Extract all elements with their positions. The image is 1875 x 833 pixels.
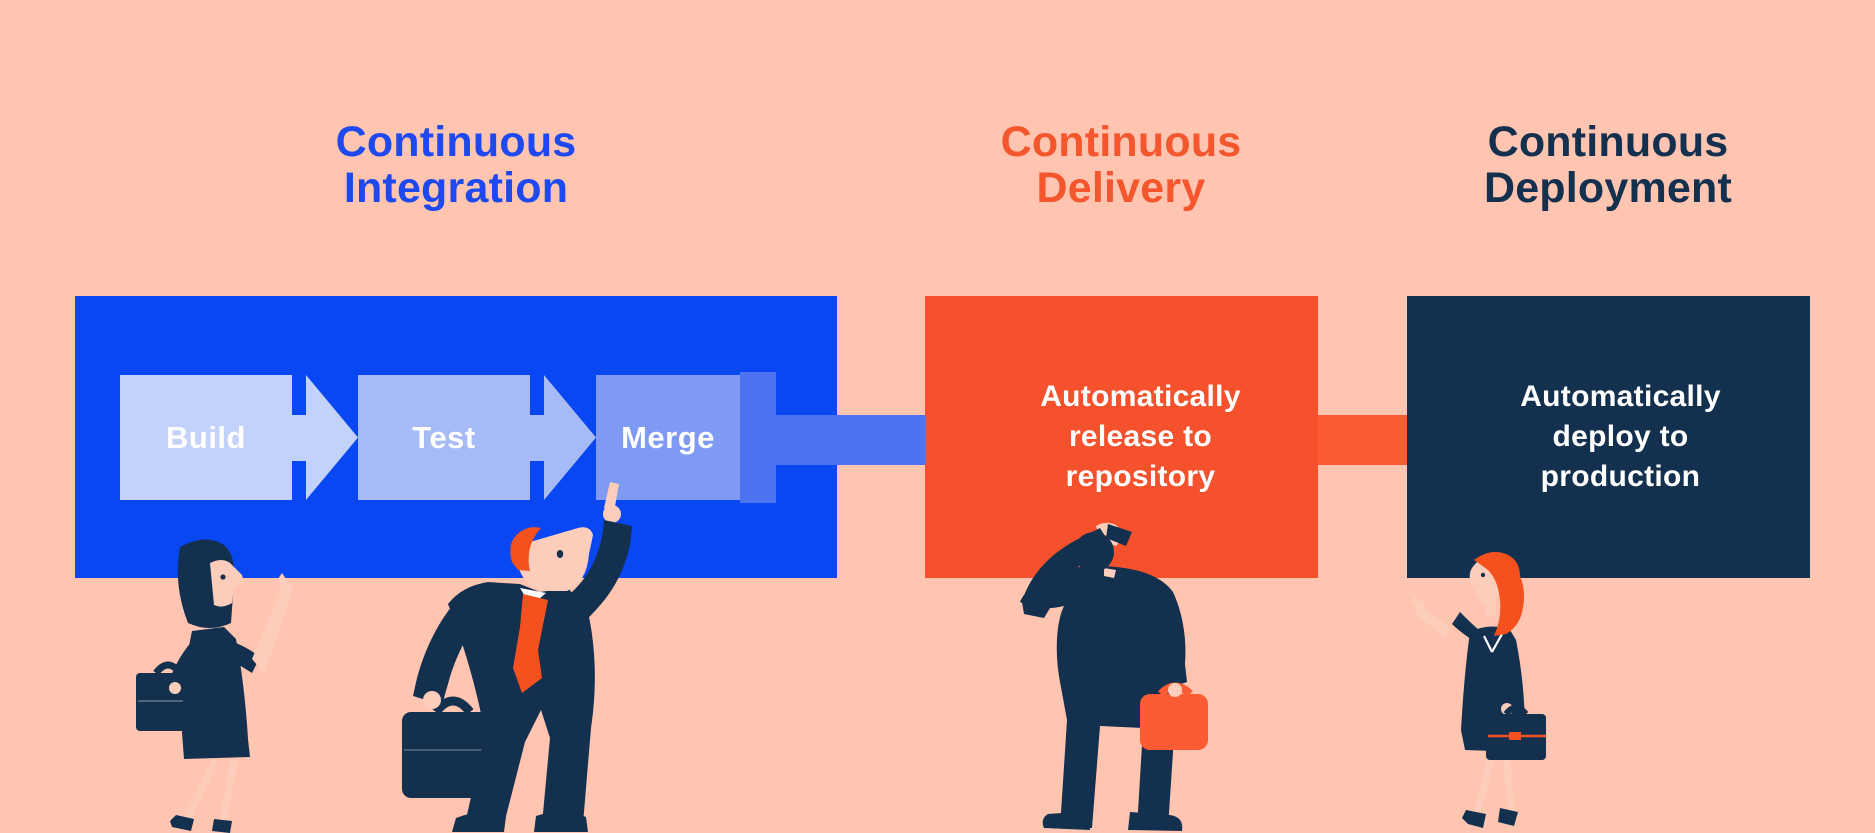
person-woman-pointing-up-illustration: [136, 539, 292, 833]
head: [177, 539, 244, 628]
scratching-arm: [1022, 528, 1110, 618]
build-arrow-stem: [292, 415, 306, 461]
step-test-label: Test: [412, 419, 476, 455]
continuous-integration-box: Build Test Merge: [75, 296, 837, 578]
collar-and-tie: [513, 588, 548, 693]
continuous-delivery-text: Automatically release to repository: [1040, 379, 1241, 494]
continuous-deployment-box: Automatically deploy to production: [1407, 296, 1810, 578]
briefcase-icon: [1486, 704, 1546, 760]
title-continuous-deployment: Continuous Deployment: [1483, 118, 1733, 212]
body: [413, 582, 595, 832]
cd-to-deployment-arrow-bar: [1318, 415, 1414, 465]
body: [1020, 566, 1186, 831]
step-build-label: Build: [166, 419, 246, 455]
head: [510, 527, 593, 591]
title-continuous-integration: Continuous Integration: [335, 118, 577, 212]
step-test: Test: [358, 375, 530, 500]
continuous-deployment-text: Automatically deploy to production: [1520, 379, 1721, 494]
test-arrow-stem: [530, 415, 544, 461]
body: [168, 573, 292, 759]
pointing-arm: [560, 482, 632, 620]
step-build: Build: [120, 375, 292, 500]
ci-to-cd-arrow-bar: [776, 415, 942, 465]
briefcase-icon: [1140, 598, 1208, 750]
legs: [170, 759, 238, 833]
legs: [1462, 752, 1518, 828]
person-man-scratching-head-illustration: [1020, 522, 1208, 831]
step-merge: Merge: [596, 375, 740, 500]
person-woman-pointing-at-deployment-illustration: [1412, 552, 1546, 828]
head: [1469, 552, 1524, 636]
step-merge-label: Merge: [621, 419, 715, 455]
person-man-pointing-at-merge-illustration: [402, 482, 632, 832]
merge-arrow-tail: [740, 372, 776, 503]
title-continuous-delivery: Continuous Delivery: [1000, 118, 1242, 212]
build-arrow-head-icon: [306, 375, 358, 500]
